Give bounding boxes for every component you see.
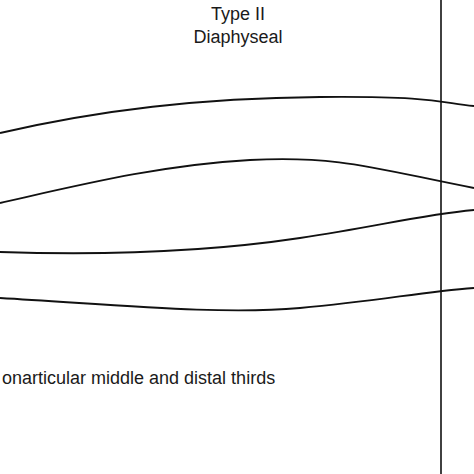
type-label: Type II — [211, 4, 265, 25]
division-line — [440, 0, 442, 474]
canal-outline — [0, 159, 474, 203]
region-label: Diaphyseal — [193, 27, 282, 48]
bone-outline — [0, 288, 474, 310]
description-label: onarticular middle and distal thirds — [2, 368, 275, 389]
canal-outline — [0, 210, 474, 253]
bone-outline — [0, 97, 474, 133]
